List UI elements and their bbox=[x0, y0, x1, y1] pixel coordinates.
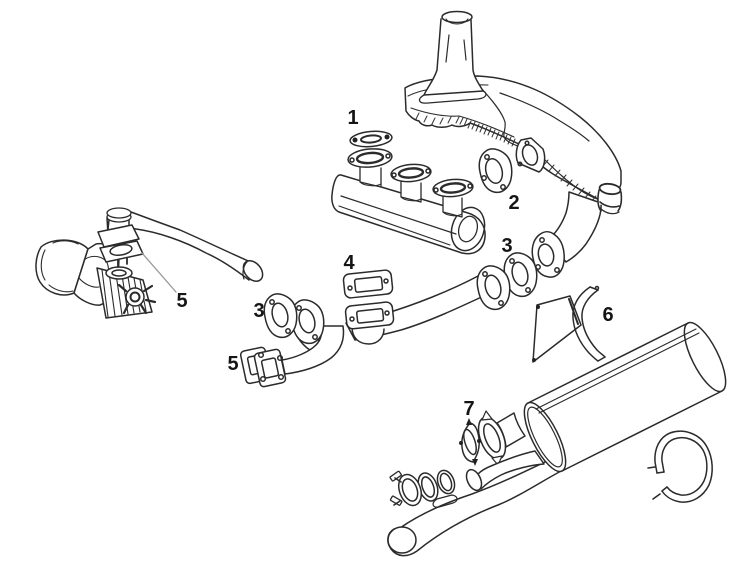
svg-text:1: 1 bbox=[347, 107, 358, 129]
svg-text:4: 4 bbox=[343, 252, 355, 274]
svg-text:5: 5 bbox=[176, 290, 187, 312]
svg-text:2: 2 bbox=[508, 192, 519, 214]
svg-text:3: 3 bbox=[253, 300, 264, 322]
svg-text:3: 3 bbox=[501, 235, 512, 257]
svg-text:7: 7 bbox=[463, 398, 474, 420]
svg-text:6: 6 bbox=[602, 304, 613, 326]
svg-text:5: 5 bbox=[227, 353, 238, 375]
